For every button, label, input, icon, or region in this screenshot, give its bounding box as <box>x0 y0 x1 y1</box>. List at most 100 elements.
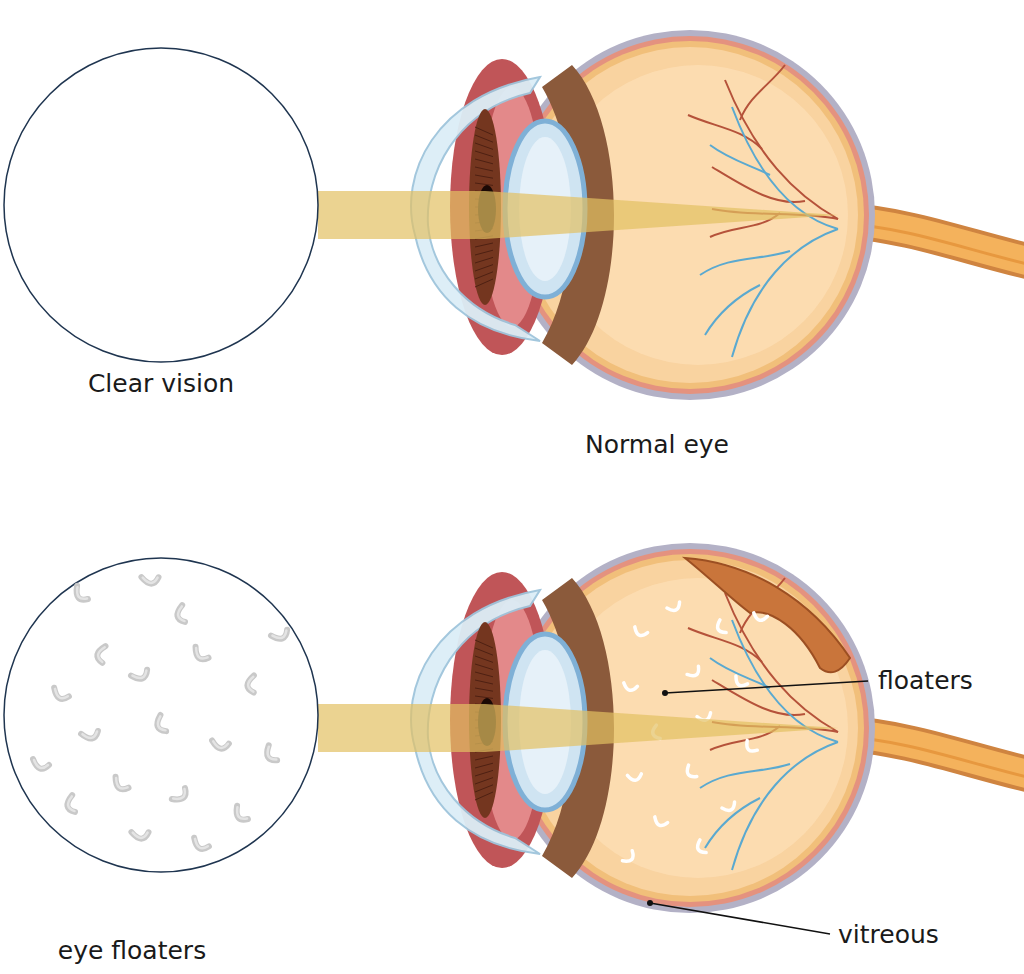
floater-core <box>132 667 148 682</box>
artery <box>725 80 838 219</box>
iris-fiber <box>475 680 493 684</box>
light-beam <box>318 704 838 752</box>
iris-fiber <box>475 167 493 171</box>
iris-fiber <box>475 175 493 178</box>
floater-core <box>193 648 209 660</box>
iris-fiber <box>475 257 493 263</box>
iris-fiber <box>475 785 493 792</box>
floater-shadow <box>153 715 171 734</box>
vein <box>700 251 790 275</box>
floater-shadow <box>131 827 149 842</box>
floater-spot <box>52 688 69 700</box>
floater-core <box>73 587 89 601</box>
floater-spot <box>174 605 191 624</box>
floater-shadow <box>141 572 159 587</box>
floater-shadow <box>52 688 69 700</box>
circle-outline <box>2 557 320 969</box>
figure-label: Normal eye <box>557 430 757 459</box>
floater-spot <box>192 838 209 850</box>
circle-outline <box>2 47 320 407</box>
view-circle <box>4 558 318 872</box>
leader-line <box>650 903 830 934</box>
floater-shadow <box>72 586 91 603</box>
view-circle <box>4 48 318 362</box>
floater-spot <box>232 806 251 823</box>
floater <box>722 801 737 813</box>
floater-spot <box>81 726 100 743</box>
retinal-detachment <box>685 558 850 672</box>
iris-fiber <box>475 672 493 677</box>
iris-fiber <box>475 279 493 287</box>
floater-core <box>233 807 249 821</box>
vein <box>705 798 760 848</box>
part-label: vitreous <box>838 920 1018 949</box>
floater-shadow <box>81 726 100 743</box>
iris-fiber <box>475 664 493 670</box>
floater-spot <box>72 586 91 603</box>
iris-fiber <box>475 135 493 142</box>
vision-circle: Clear vision <box>2 47 320 407</box>
leader-line <box>665 681 868 693</box>
floater-core <box>65 796 79 812</box>
view-caption: Clear vision <box>2 369 320 398</box>
floater-core <box>97 647 107 662</box>
floater-core <box>272 627 288 642</box>
floater <box>622 850 636 865</box>
floater-shadow <box>192 838 209 850</box>
floater-core <box>264 747 280 762</box>
floater-spot <box>131 827 149 842</box>
iris-fiber <box>475 159 493 164</box>
floater-shadow <box>131 665 150 683</box>
floater-shadow <box>262 745 281 763</box>
floater <box>684 765 698 780</box>
floater-core <box>194 839 209 849</box>
floater <box>743 740 758 754</box>
floater <box>715 620 727 635</box>
vein <box>710 145 770 175</box>
iris-fiber <box>475 696 493 698</box>
floater-spot <box>153 715 171 734</box>
floater <box>753 613 768 622</box>
floater-shadow <box>245 675 260 693</box>
normal-eye-illustration <box>318 30 1024 400</box>
floater-shadow <box>33 759 49 769</box>
floater-spot <box>172 785 189 804</box>
floater-shadow <box>232 806 251 823</box>
iris-fiber <box>475 648 493 655</box>
floater-spot <box>192 647 210 662</box>
eye-floaters-illustration <box>318 543 1024 913</box>
iris-fiber <box>475 756 493 760</box>
artery <box>712 167 805 202</box>
iris-fiber <box>475 143 493 149</box>
vein <box>710 658 770 688</box>
floater-spot <box>96 646 108 663</box>
floater <box>653 817 668 828</box>
iris-fiber <box>475 183 493 185</box>
floater-core <box>143 573 159 585</box>
floater-core <box>133 828 149 840</box>
floater-shadow <box>64 795 81 814</box>
iris-fiber <box>475 265 493 271</box>
view-caption: eye floaters <box>2 936 262 965</box>
vein <box>732 229 838 357</box>
floater-core <box>113 778 129 790</box>
floater-spot <box>141 572 159 587</box>
floater-spot <box>271 625 290 643</box>
floater-core <box>154 716 169 732</box>
floater-shadow <box>96 646 108 663</box>
floater <box>667 601 682 613</box>
floater-spot <box>245 675 260 693</box>
floater-core <box>54 689 69 699</box>
artery <box>740 65 785 120</box>
iris-fiber <box>475 792 493 800</box>
floater-spot <box>64 795 81 814</box>
floater-shadow <box>271 625 290 643</box>
floater <box>623 683 638 692</box>
floater <box>633 627 648 638</box>
artery <box>688 115 762 149</box>
iris-fiber <box>475 127 493 135</box>
floater <box>695 840 707 855</box>
iris-fiber <box>475 272 493 279</box>
iris-fiber <box>475 250 493 255</box>
iris-fiber <box>475 151 493 157</box>
